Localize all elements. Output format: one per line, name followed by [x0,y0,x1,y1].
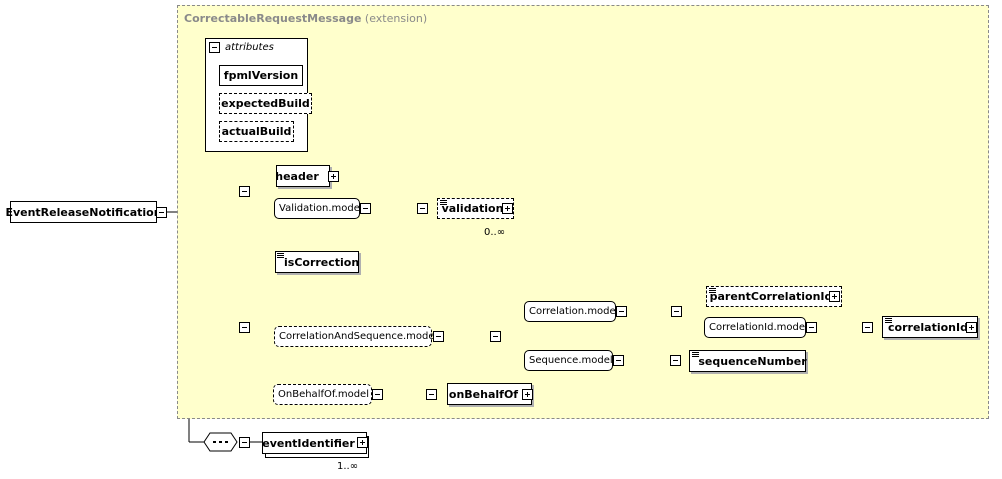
attributes-collapse-icon[interactable] [209,42,220,53]
element-validation-label: validation [441,202,504,215]
element-onBehalfOf-label: onBehalfOf [448,387,519,401]
eventIdentifier-cardinality: 1..∞ [337,461,359,472]
element-eventIdentifier-label: eventIdentifier [262,436,355,450]
simple-content-icon [885,318,895,325]
sequence3-collapse-icon[interactable] [239,437,250,448]
simple-content-icon [709,288,719,295]
sequence1-collapse-icon[interactable] [239,186,250,197]
correlationId-sequence-collapse-icon[interactable] [862,322,873,333]
validation-sequence-collapse-icon[interactable] [417,203,428,214]
element-parentCorrelationId-label: parentCorrelationId [709,290,833,303]
element-eventIdentifier[interactable]: eventIdentifier [262,432,367,454]
element-correlationId[interactable]: correlationId [882,316,978,338]
correlation-model-collapse-icon[interactable] [616,306,627,317]
simple-content-icon [440,200,450,207]
correlation-and-sequence-collapse-icon[interactable] [433,331,444,342]
sequence2-collapse-icon[interactable] [239,322,250,333]
onBehalfOf-model-collapse-icon[interactable] [372,389,383,400]
correlationId-expand-icon[interactable] [966,322,977,333]
extension-suffix: (extension) [364,12,428,25]
root-element-EventReleaseNotification[interactable]: EventReleaseNotification [5,201,162,223]
element-validation[interactable]: validation [437,198,514,219]
header-expand-icon[interactable] [328,171,339,182]
attribute-expectedBuild[interactable]: expectedBuild [219,93,312,114]
attribute-actualBuild[interactable]: actualBuild [219,121,294,142]
attribute-fpmlVersion[interactable]: fpmlVersion [219,65,303,86]
element-sequenceNumber-label: sequenceNumber [698,354,807,368]
element-isCorrection[interactable]: isCorrection [275,251,359,273]
parentCorrelationId-expand-icon[interactable] [829,291,840,302]
element-header[interactable]: header [275,165,330,187]
group-OnBehalfOf-model[interactable]: OnBehalfOf.model [273,384,372,405]
element-sequenceNumber[interactable]: sequenceNumber [689,350,807,372]
group-Validation-model[interactable]: Validation.model [274,198,363,219]
simple-content-icon [692,352,702,359]
attributes-label: attributes [225,42,274,53]
correlation-and-sequence-sequence-collapse-icon[interactable] [490,331,501,342]
element-isCorrection-label: isCorrection [284,255,360,269]
element-correlationId-label: correlationId [888,320,968,334]
sequence-model-collapse-icon[interactable] [613,355,624,366]
element-onBehalfOf[interactable]: onBehalfOf [447,383,532,405]
element-parentCorrelationId[interactable]: parentCorrelationId [706,286,842,307]
extension-type-name: CorrectableRequestMessage [184,12,362,25]
group-CorrelationAndSequence-model[interactable]: CorrelationAndSequence.model [274,326,437,347]
correlationId-model-collapse-icon[interactable] [806,322,817,333]
eventIdentifier-expand-icon[interactable] [357,437,368,448]
validation-expand-icon[interactable] [502,203,513,214]
onBehalfOf-sequence-collapse-icon[interactable] [426,389,437,400]
root-collapse-icon[interactable] [156,207,167,218]
group-Sequence-model[interactable]: Sequence.model [524,350,613,371]
group-CorrelationId-model[interactable]: CorrelationId.model [704,317,808,338]
extension-title: CorrectableRequestMessage (extension) [184,12,427,25]
validation-cardinality: 0..∞ [484,227,506,238]
correlation-sequence-collapse-icon[interactable] [671,306,682,317]
sequence-sequence-collapse-icon[interactable] [670,355,681,366]
simple-content-icon [277,253,287,260]
onBehalfOf-expand-icon[interactable] [522,389,533,400]
group-Correlation-model[interactable]: Correlation.model [524,301,618,322]
element-header-label: header [275,169,319,183]
validation-model-collapse-icon[interactable] [360,203,371,214]
